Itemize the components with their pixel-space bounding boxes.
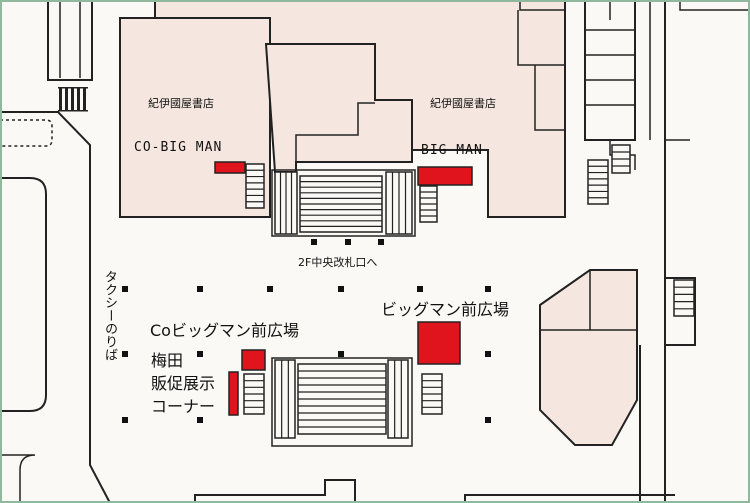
lower-center-stair — [297, 363, 387, 435]
far-right-stair — [673, 279, 695, 317]
upper-center-stair — [299, 175, 383, 233]
pillar — [197, 417, 203, 423]
co-big-man-stair-outline — [245, 163, 265, 209]
co-big-man-marker — [215, 162, 245, 173]
big-plaza-label: ビッグマン前広場 — [381, 300, 510, 319]
red-markers — [215, 162, 472, 415]
pillar — [417, 286, 423, 292]
pillar — [122, 286, 128, 292]
plaza-building — [539, 269, 638, 446]
pillar — [338, 286, 344, 292]
sales-corner-line-2: 販促展示 — [151, 374, 216, 393]
central-gate-label: 2F中央改札口へ — [298, 256, 378, 269]
pillar — [338, 351, 344, 357]
co-big-man-label: CO-BIG MAN — [134, 140, 223, 155]
pillar — [345, 239, 351, 245]
sales-corner-line-1: 梅田 — [151, 351, 184, 370]
big-man-label: BIG MAN — [421, 143, 483, 158]
bookstore-right-label: 紀伊國屋書店 — [430, 97, 496, 110]
bookstore-left-label: 紀伊國屋書店 — [148, 97, 214, 110]
big-man-marker — [418, 167, 472, 185]
roads — [0, 0, 111, 503]
big-plaza-stair — [421, 373, 443, 415]
lower-left-stair — [274, 359, 296, 439]
right-side-stair — [587, 159, 609, 205]
big-plaza-marker — [418, 322, 460, 364]
right-side-stair-outline — [587, 159, 609, 205]
lower-right-stair — [387, 359, 409, 439]
sales-corner-stair — [243, 373, 265, 415]
lower-right-stair-outline — [387, 359, 409, 439]
pillar — [122, 417, 128, 423]
pillar — [122, 351, 128, 357]
right-upper-stair — [611, 144, 631, 174]
pillar — [197, 351, 203, 357]
lower-stair-frame — [271, 357, 413, 447]
pillars-layer — [122, 239, 491, 423]
pillar — [485, 286, 491, 292]
big-man-stair — [419, 185, 438, 223]
right-buildings — [584, 0, 750, 503]
bottom-edges — [194, 479, 675, 503]
co-plaza-label: Coビッグマン前広場 — [150, 321, 299, 340]
co-big-man-stair — [245, 163, 265, 209]
pillar — [485, 417, 491, 423]
lower-left-stair-outline — [274, 359, 296, 439]
upper-stair-frame — [271, 169, 416, 237]
stairs-layer — [243, 144, 695, 447]
sales-corner-line-3: コーナー — [151, 397, 216, 416]
pillar — [485, 351, 491, 357]
crosswalk — [58, 87, 88, 112]
pillar — [311, 239, 317, 245]
pillar — [197, 286, 203, 292]
far-right-stair-outline — [673, 279, 695, 317]
taxi-stand-label: タクシーのりば — [102, 270, 117, 361]
upper-left-stair — [274, 171, 298, 235]
pillar — [267, 286, 273, 292]
upper-right-stair — [385, 171, 413, 235]
sales-corner-marker — [229, 372, 238, 415]
pillar — [378, 239, 384, 245]
co-plaza-marker — [242, 350, 265, 370]
